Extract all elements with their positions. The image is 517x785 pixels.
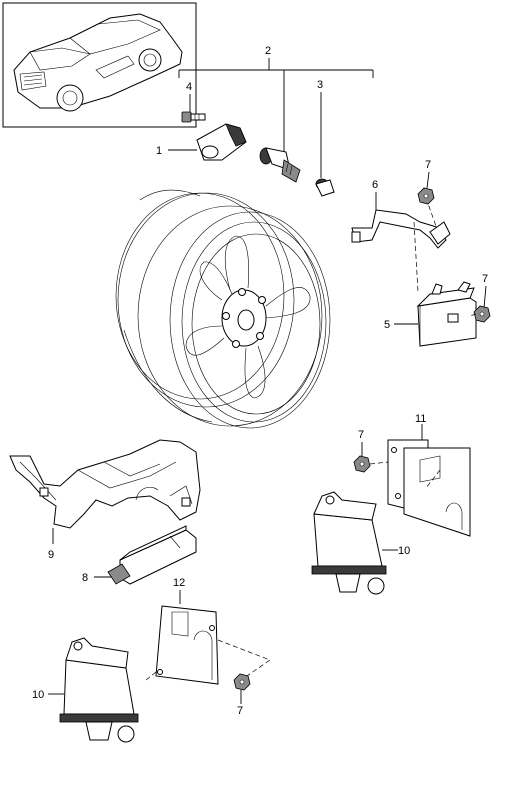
screw-part-4: [181, 94, 206, 123]
callout-7-right: 7: [482, 273, 488, 285]
control-unit-part-5: [394, 281, 477, 347]
callout-9: 9: [48, 549, 54, 561]
callout-7-top: 7: [425, 159, 431, 171]
callout-2-bracket: [178, 58, 374, 155]
nut-part-7-top: [417, 171, 435, 205]
carrier-part-9: [9, 439, 201, 544]
callout-3: 3: [317, 79, 323, 91]
vehicle-thumbnail: [2, 2, 197, 128]
bracket-part-11: [387, 424, 471, 537]
callout-6: 6: [372, 179, 378, 191]
valve-stem-part-2: [259, 147, 301, 183]
callout-12: 12: [173, 577, 185, 589]
callout-10-right: 10: [398, 545, 410, 557]
callout-8: 8: [82, 572, 88, 584]
valve-cap-part-3: [315, 92, 335, 197]
bracket-part-12: [145, 590, 271, 685]
callout-7-bottom: 7: [237, 705, 243, 717]
callout-2: 2: [265, 45, 271, 57]
callout-11: 11: [415, 413, 426, 425]
nut-part-7-bottom: [233, 673, 251, 704]
callout-7-middle: 7: [358, 429, 364, 441]
nut-part-7-middle: [353, 442, 389, 473]
control-unit-part-10-left: [48, 637, 139, 743]
callout-4: 4: [186, 81, 192, 93]
bracket-part-6: [351, 192, 451, 293]
wheel-rim: [115, 189, 331, 429]
tpms-sensor-part-1: [168, 123, 247, 161]
callout-5: 5: [384, 319, 390, 331]
nut-part-7-right: [469, 285, 491, 323]
module-part-8: [94, 525, 197, 585]
control-unit-part-10-right: [311, 491, 398, 595]
callout-10-left: 10: [32, 689, 44, 701]
callout-1: 1: [156, 145, 162, 157]
